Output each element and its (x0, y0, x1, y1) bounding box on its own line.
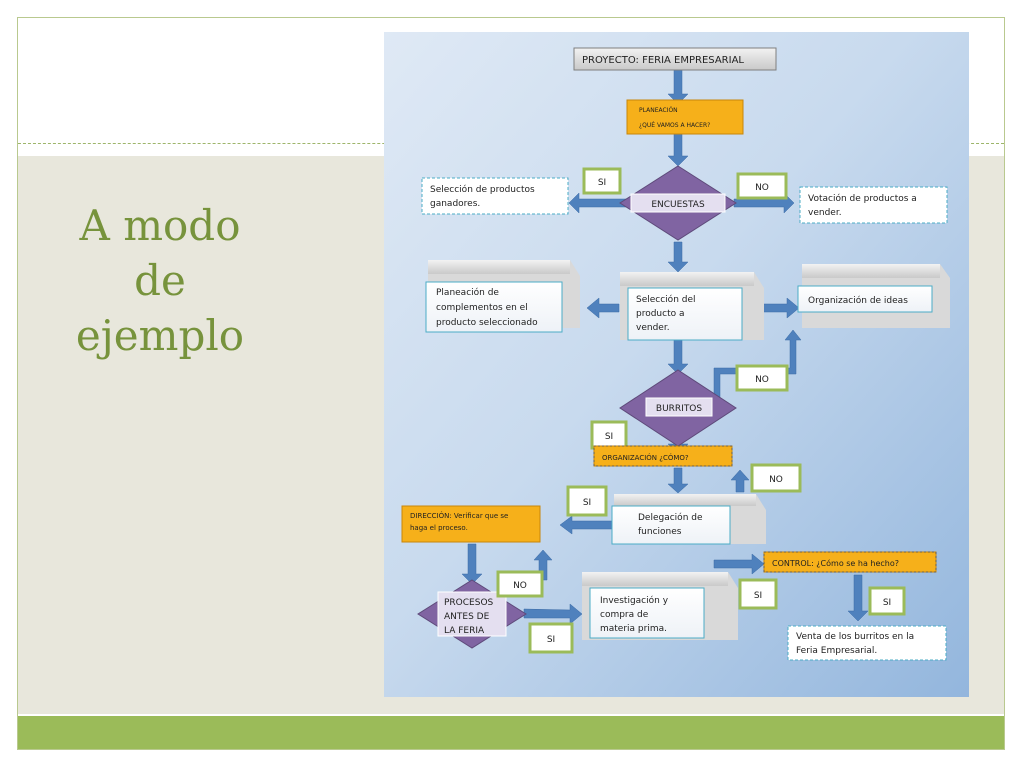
svg-text:producto a: producto a (636, 309, 685, 319)
label-no-4: NO (496, 570, 544, 598)
svg-text:ganadores.: ganadores. (430, 199, 480, 209)
svg-text:vender.: vender. (636, 323, 670, 333)
node-investigacion: Investigación y compra de materia prima. (582, 572, 738, 640)
svg-text:Selección de productos: Selección de productos (430, 184, 535, 195)
arrow-seleccion-planeacion (586, 297, 620, 319)
svg-text:ANTES DE: ANTES DE (444, 612, 490, 622)
slide-footer-bar (18, 716, 1004, 749)
svg-text:SI: SI (883, 598, 891, 608)
svg-text:NO: NO (755, 183, 769, 193)
svg-text:Organización de ideas: Organización de ideas (808, 295, 908, 306)
arrow-delegacion-direccion (559, 515, 613, 535)
arrow-delegacion-no (730, 469, 750, 493)
svg-text:SI: SI (754, 591, 762, 601)
arrow-encuestas-si (568, 192, 630, 214)
arrow-seleccion-organizacion (761, 297, 800, 319)
arrow-to-control (713, 553, 765, 575)
arrow-encuestas-seleccion (667, 241, 689, 273)
svg-text:complementos en el: complementos en el (436, 303, 528, 313)
arrow-seleccion-burritos (667, 339, 689, 375)
svg-text:Delegación de: Delegación de (638, 512, 703, 523)
slide-title-line-3: ejemplo (75, 311, 245, 360)
svg-text:Planeación de: Planeación de (436, 287, 499, 298)
arrow-project-planeacion (667, 69, 689, 105)
flowchart-image: PROYECTO: FERIA EMPRESARIAL PLANEACIÓN ¿… (384, 32, 969, 697)
node-organizacion-como: ORGANIZACIÓN ¿CÓMO? (593, 445, 733, 467)
svg-text:BURRITOS: BURRITOS (656, 404, 703, 414)
svg-text:PROCESOS: PROCESOS (444, 598, 494, 608)
node-votacion: Votación de productos a vender. (799, 186, 948, 224)
svg-text:Votación de productos a: Votación de productos a (808, 193, 917, 204)
svg-text:SI: SI (605, 432, 613, 442)
arrow-control-venta (847, 574, 869, 622)
node-encuestas: ENCUESTAS (619, 165, 737, 241)
node-burritos: BURRITOS (619, 369, 737, 447)
arrow-planeacion-encuestas (667, 133, 689, 167)
node-project: PROYECTO: FERIA EMPRESARIAL (573, 47, 777, 71)
svg-text:vender.: vender. (808, 208, 842, 218)
label-si-5: SI (868, 586, 906, 616)
node-planeacion: PLANEACIÓN ¿QUÉ VAMOS A HACER? (626, 99, 744, 135)
arrow-direccion-procesos (461, 543, 483, 585)
label-si-3: SI (566, 485, 608, 517)
svg-text:Feria Empresarial.: Feria Empresarial. (796, 646, 877, 656)
label-si-2: SI (590, 420, 628, 450)
svg-text:haga el proceso.: haga el proceso. (410, 524, 468, 532)
svg-text:Selección del: Selección del (636, 294, 696, 305)
node-control: CONTROL: ¿Cómo se ha hecho? (763, 551, 937, 573)
label-si-6: SI (528, 622, 574, 654)
svg-text:SI: SI (547, 635, 555, 645)
svg-text:Investigación y: Investigación y (600, 595, 669, 606)
label-si-1: SI (582, 167, 622, 195)
svg-text:funciones: funciones (638, 527, 682, 537)
node-encuestas-label: ENCUESTAS (651, 200, 705, 210)
label-si-4: SI (738, 578, 778, 610)
svg-text:compra de: compra de (600, 610, 649, 620)
arrow-organizacion-delegacion (667, 467, 689, 494)
slide-title: A modo de ejemplo (40, 198, 280, 363)
label-no-2: NO (735, 364, 789, 392)
node-delegacion: Delegación de funciones (611, 494, 766, 545)
slide-title-line-1: A modo (79, 201, 241, 250)
svg-text:materia prima.: materia prima. (600, 624, 667, 634)
node-organizacion-ideas: Organización de ideas (797, 264, 950, 328)
label-no-1: NO (736, 172, 788, 200)
svg-text:DIRECCIÓN: Verificar que se: DIRECCIÓN: Verificar que se (410, 511, 508, 520)
slide-title-line-2: de (134, 256, 186, 305)
node-planeacion-complementos: Planeación de complementos en el product… (425, 260, 580, 333)
node-planeacion-line-2: ¿QUÉ VAMOS A HACER? (639, 121, 710, 129)
svg-text:NO: NO (769, 475, 783, 485)
svg-text:SI: SI (583, 498, 591, 508)
svg-text:Venta de los burritos en la: Venta de los burritos en la (796, 632, 914, 642)
svg-text:producto seleccionado: producto seleccionado (436, 318, 538, 328)
node-seleccion-ganadores: Selección de productos ganadores. (421, 177, 569, 215)
node-seleccion-producto: Selección del producto a vender. (620, 272, 764, 341)
svg-text:ORGANIZACIÓN ¿CÓMO?: ORGANIZACIÓN ¿CÓMO? (602, 453, 689, 462)
node-direccion: DIRECCIÓN: Verificar que se haga el proc… (401, 505, 541, 543)
svg-text:LA FERIA: LA FERIA (444, 626, 485, 636)
svg-text:NO: NO (513, 581, 527, 591)
node-project-label: PROYECTO: FERIA EMPRESARIAL (582, 55, 744, 66)
label-no-3: NO (750, 463, 802, 493)
svg-text:SI: SI (598, 178, 606, 188)
node-planeacion-line-1: PLANEACIÓN (639, 107, 678, 114)
flowchart-svg: PROYECTO: FERIA EMPRESARIAL PLANEACIÓN ¿… (384, 32, 969, 697)
svg-text:NO: NO (755, 375, 769, 385)
node-venta: Venta de los burritos en la Feria Empres… (787, 625, 947, 661)
arrow-procesos-investigacion (523, 603, 583, 625)
arrow-procesos-no (533, 549, 553, 581)
svg-text:CONTROL: ¿Cómo se ha hecho?: CONTROL: ¿Cómo se ha hecho? (772, 558, 899, 568)
